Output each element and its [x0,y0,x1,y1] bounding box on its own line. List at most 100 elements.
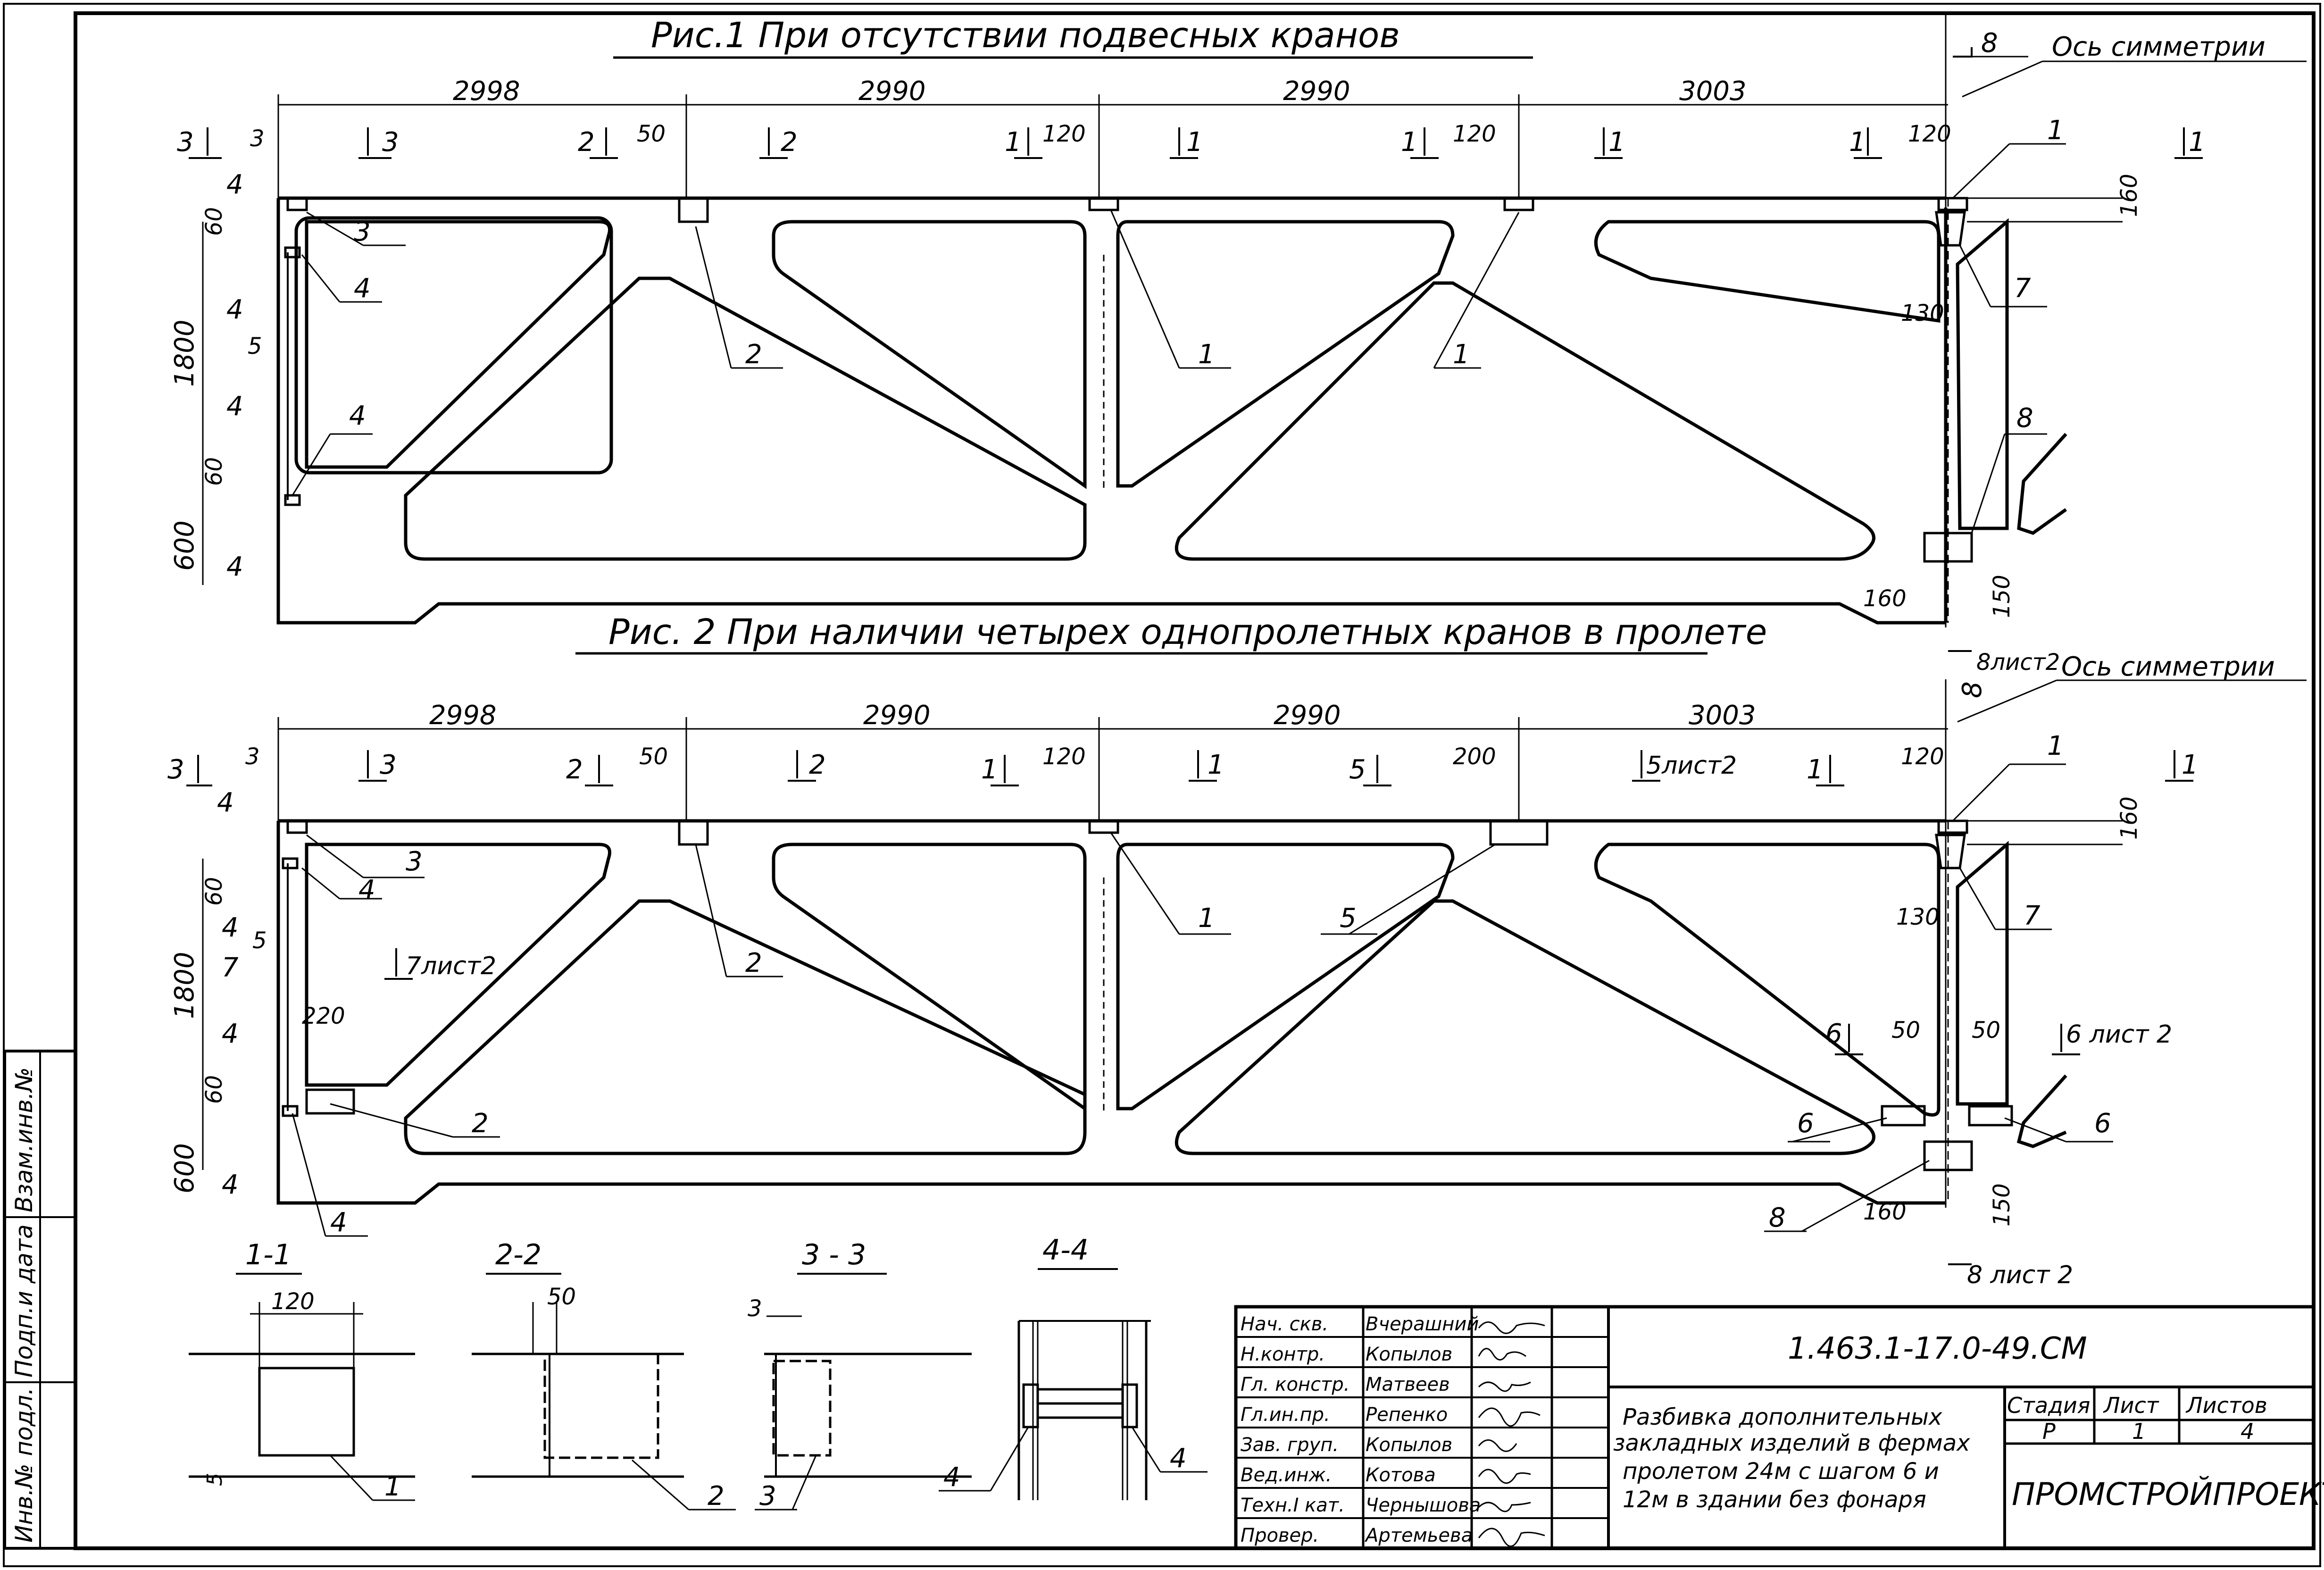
fig1-span-4: 3003 [1679,76,1747,107]
svg-text:3: 3 [382,127,399,158]
fig1-span-3: 2990 [1283,76,1350,107]
svg-text:Техн.I кат.: Техн.I кат. [1241,1495,1345,1516]
svg-text:8: 8 [1769,1203,1786,1233]
svg-text:120: 120 [1453,121,1496,147]
svg-text:закладных изделий в фермах: закладных изделий в фермах [1613,1430,1970,1456]
svg-text:60: 60 [201,877,227,906]
fig1-axis-8: 8 [1981,28,1998,58]
svg-text:1-1: 1-1 [245,1238,292,1271]
svg-text:Копылов: Копылов [1366,1434,1452,1456]
section-1-1: 1-1 120 5 1 [189,1238,415,1502]
svg-text:4: 4 [358,875,375,905]
fig2-axis-ref: 8 [1957,681,1988,698]
svg-text:2: 2 [472,1108,489,1139]
stamp-sign-date: Подп.и дата [10,1224,38,1378]
svg-text:Нач. скв.: Нач. скв. [1241,1313,1328,1335]
svg-text:4: 4 [217,787,234,818]
svg-text:3: 3 [380,750,397,780]
svg-text:1: 1 [2047,115,2064,146]
svg-text:1: 1 [384,1471,401,1502]
svg-text:6: 6 [1825,1019,1842,1049]
svg-text:160: 160 [1863,1199,1907,1225]
svg-text:4: 4 [226,169,243,200]
fig1-callout-8: 8 [2016,403,2033,434]
sheet-value: 1 [2132,1419,2146,1444]
svg-text:1: 1 [1807,754,1824,785]
svg-text:Котова: Котова [1366,1464,1436,1486]
svg-text:Гл.ин.пр.: Гл.ин.пр. [1241,1404,1330,1426]
svg-text:600: 600 [169,520,200,571]
svg-text:6 лист 2: 6 лист 2 [2066,1020,2172,1049]
fig1-truss [276,196,2067,625]
stage-label: Стадия [2007,1393,2090,1418]
title-block: Нач. скв. Н.контр. Гл. констр. Гл.ин.пр.… [1234,1305,2324,1550]
svg-text:6: 6 [2094,1108,2111,1139]
svg-text:8лист2: 8лист2 [1976,649,2060,676]
svg-text:Вед.инж.: Вед.инж. [1241,1464,1332,1486]
sheets-value: 4 [2241,1419,2254,1444]
svg-text:1800: 1800 [169,319,200,387]
svg-text:1: 1 [1608,127,1625,158]
title-block-roles: Нач. скв. Н.контр. Гл. констр. Гл.ин.пр.… [1241,1313,1349,1546]
svg-text:3: 3 [759,1481,776,1512]
svg-text:1: 1 [1198,903,1215,934]
svg-text:5: 5 [203,1473,227,1486]
svg-text:4: 4 [1170,1443,1187,1474]
side-stamp: Инв.№ подл. Подп.и дата Взам.инв.№ [3,1050,77,1550]
svg-text:Матвеев: Матвеев [1366,1374,1450,1395]
svg-text:Разбивка дополнительных: Разбивка дополнительных [1623,1404,1942,1430]
svg-text:1: 1 [1453,339,1470,370]
svg-text:4: 4 [226,294,243,325]
fig1-axis-label: Ось симметрии [2052,32,2266,62]
fig2-truss [276,819,2067,1205]
svg-text:2-2: 2-2 [495,1238,541,1271]
stage-value: Р [2042,1419,2056,1444]
svg-text:4: 4 [354,273,371,304]
svg-text:160: 160 [1863,585,1907,612]
svg-text:160: 160 [2116,174,2142,217]
svg-text:3: 3 [406,846,423,877]
doc-code: 1.463.1-17.0-49.СМ [1788,1331,2087,1366]
svg-text:Провер.: Провер. [1241,1525,1319,1546]
svg-text:50: 50 [547,1284,576,1310]
svg-text:2: 2 [809,750,826,780]
fig2-callout-1r: 1 [2047,731,2064,761]
fig1-callout-7: 7 [2014,273,2031,304]
svg-text:7: 7 [222,952,239,983]
title-block-names: Вчерашний Копылов Матвеев Репенко Копыло… [1364,1313,1481,1546]
fig1-cut-markers: 3 3 3 2 50 2 1 120 1 1 120 1 1 120 1 [177,121,2206,159]
svg-text:4-4: 4-4 [1042,1234,1089,1267]
fig2-callouts: 3 4 2 1 5 7 1 2 4 6 6 8 [292,731,2113,1238]
svg-text:60: 60 [201,457,227,486]
svg-text:50: 50 [1891,1017,1920,1044]
svg-text:Зав. груп.: Зав. груп. [1241,1434,1339,1456]
doc-description: Разбивка дополнительных закладных издели… [1613,1404,1970,1513]
figure-1: Рис.1 При отсутствии подвесных кранов 29… [169,14,2307,676]
svg-text:50: 50 [1972,1017,2000,1044]
svg-text:4: 4 [943,1462,960,1493]
section-2-2: 2-2 50 2 [472,1238,736,1512]
svg-text:12м в здании без фонаря: 12м в здании без фонаря [1623,1486,1926,1513]
svg-text:3: 3 [250,125,265,152]
svg-text:2: 2 [745,948,762,978]
svg-text:200: 200 [1453,743,1496,770]
fig1-span-2: 2990 [858,76,926,107]
svg-text:120: 120 [1042,743,1086,770]
svg-text:1: 1 [981,754,998,785]
svg-text:60: 60 [201,1075,227,1104]
svg-text:220: 220 [302,1003,345,1029]
svg-text:7лист2: 7лист2 [406,952,496,980]
svg-text:1: 1 [1186,127,1203,158]
svg-text:5лист2: 5лист2 [1646,752,1737,780]
stamp-replace-inv: Взам.инв.№ [10,1067,38,1212]
svg-text:600: 600 [169,1143,200,1194]
svg-text:150: 150 [1989,1183,2015,1227]
svg-text:150: 150 [1989,575,2015,618]
org-name: ПРОМСТРОЙПРОЕКТ [2012,1476,2324,1512]
svg-text:4: 4 [222,1169,239,1200]
fig2-right-dims: 160 130 6 50 50 6 лист 2 160 150 8 лист … [1825,796,2172,1289]
svg-text:1: 1 [1849,127,1866,158]
svg-text:60: 60 [201,207,227,236]
svg-text:3: 3 [177,127,194,158]
